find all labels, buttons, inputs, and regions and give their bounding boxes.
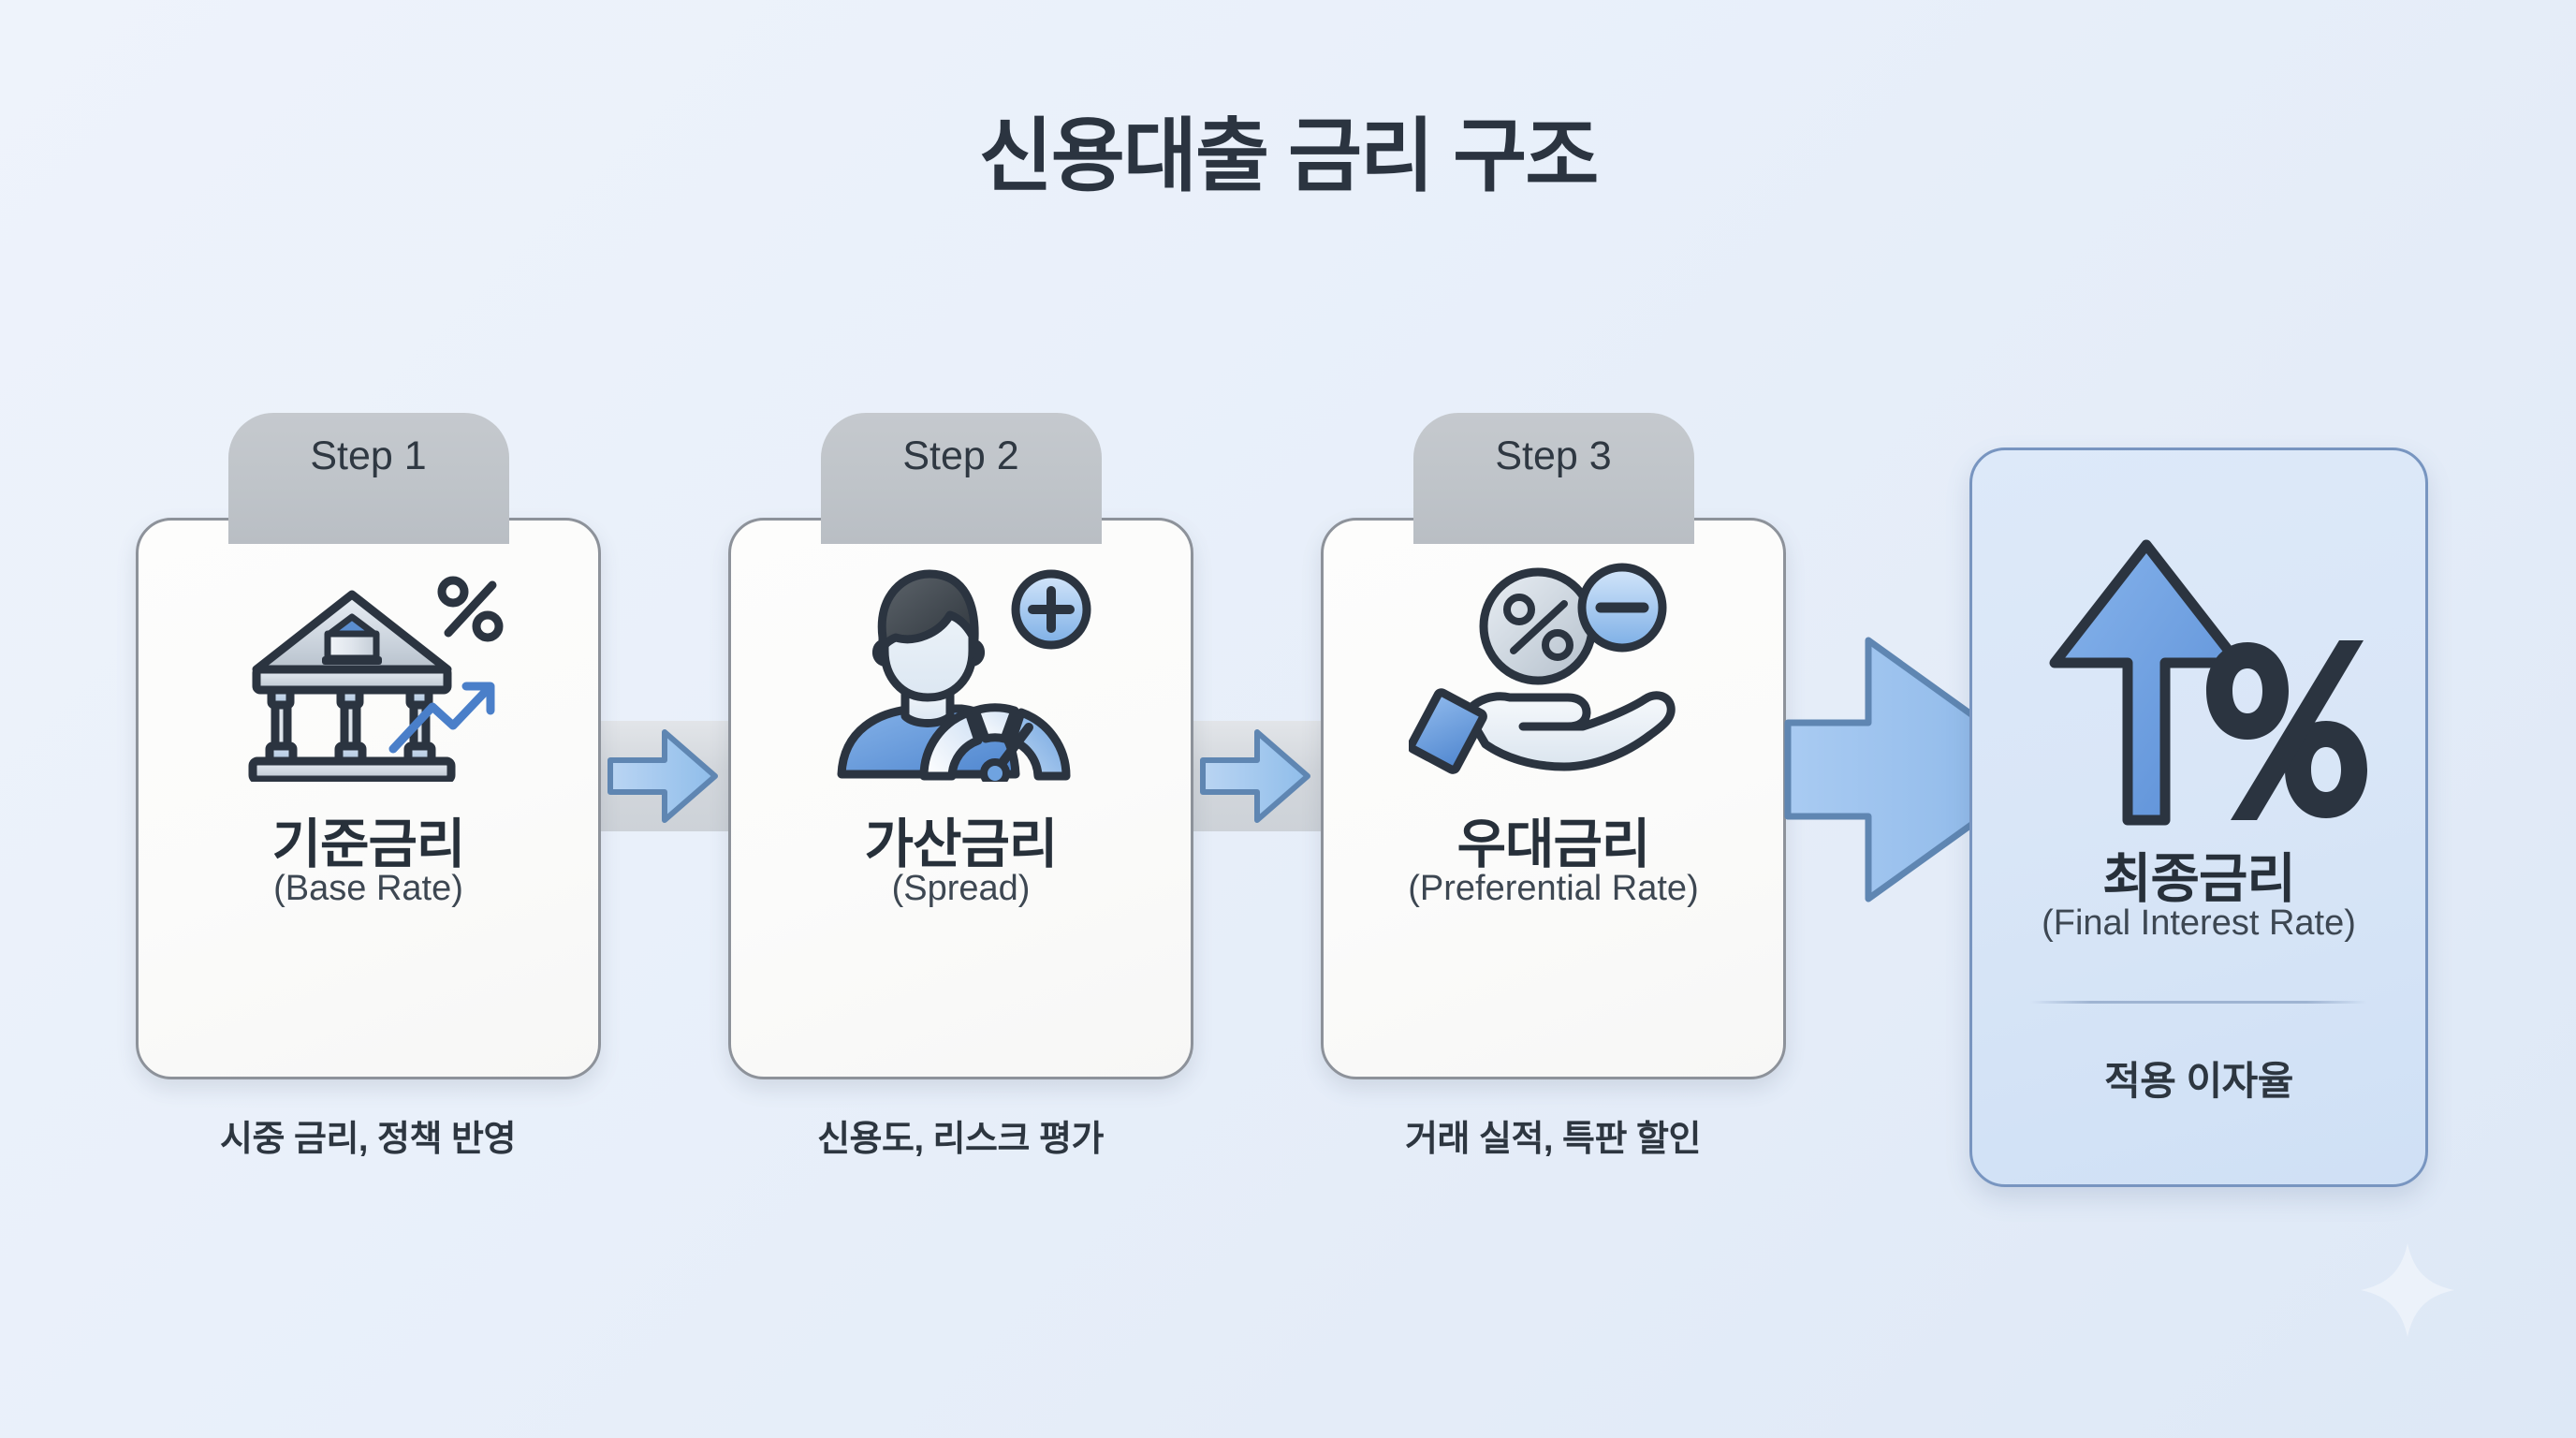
- arrow-step1-to-step2: [607, 719, 719, 833]
- step-badge-2: Step 2: [820, 413, 1102, 544]
- card-subtitle-1: (Base Rate): [273, 869, 463, 908]
- hand-percent-minus-icon: [1324, 552, 1783, 786]
- step-badge-label-2: Step 2: [902, 433, 1019, 478]
- step-card-2[interactable]: Step 2: [728, 413, 1193, 1079]
- card-subtitle-2: (Spread): [891, 869, 1031, 908]
- person-gauge-plus-icon: [731, 552, 1191, 786]
- step-badge-3: Step 3: [1412, 413, 1694, 544]
- step-badge-label-3: Step 3: [1495, 433, 1612, 478]
- final-card[interactable]: 최종금리 (Final Interest Rate) 적용 이자율: [1969, 448, 2428, 1187]
- card-title-1: 기준금리: [271, 814, 466, 874]
- final-card-subtitle: (Final Interest Rate): [2042, 903, 2356, 943]
- card-caption-3: 거래 실적, 특판 할인: [1405, 1120, 1701, 1159]
- final-card-divider: [2030, 1001, 2367, 1004]
- arrow-step2-to-step3: [1199, 719, 1311, 833]
- sparkle-icon: [2359, 1241, 2456, 1339]
- step-card-3[interactable]: Step 3: [1321, 413, 1786, 1079]
- card-title-2: 가산금리: [864, 814, 1059, 874]
- card-title-3: 우대금리: [1456, 814, 1651, 874]
- step-badge-1: Step 1: [227, 413, 509, 544]
- card-caption-2: 신용도, 리스크 평가: [817, 1120, 1104, 1159]
- step-badge-label-1: Step 1: [310, 433, 427, 478]
- card-subtitle-3: (Preferential Rate): [1408, 869, 1699, 908]
- step-card-1[interactable]: Step 1: [136, 413, 601, 1079]
- final-card-title: 최종금리: [2102, 849, 2296, 909]
- final-card-caption: 적용 이자율: [2104, 1059, 2293, 1103]
- arrow-up-percent-icon: [1972, 525, 2425, 834]
- arrow-step3-to-final: [1782, 629, 2054, 910]
- bank-percent-growth-icon: [139, 552, 598, 786]
- card-caption-1: 시중 금리, 정책 반영: [220, 1120, 516, 1159]
- page-title: 신용대출 금리 구조: [978, 111, 1600, 201]
